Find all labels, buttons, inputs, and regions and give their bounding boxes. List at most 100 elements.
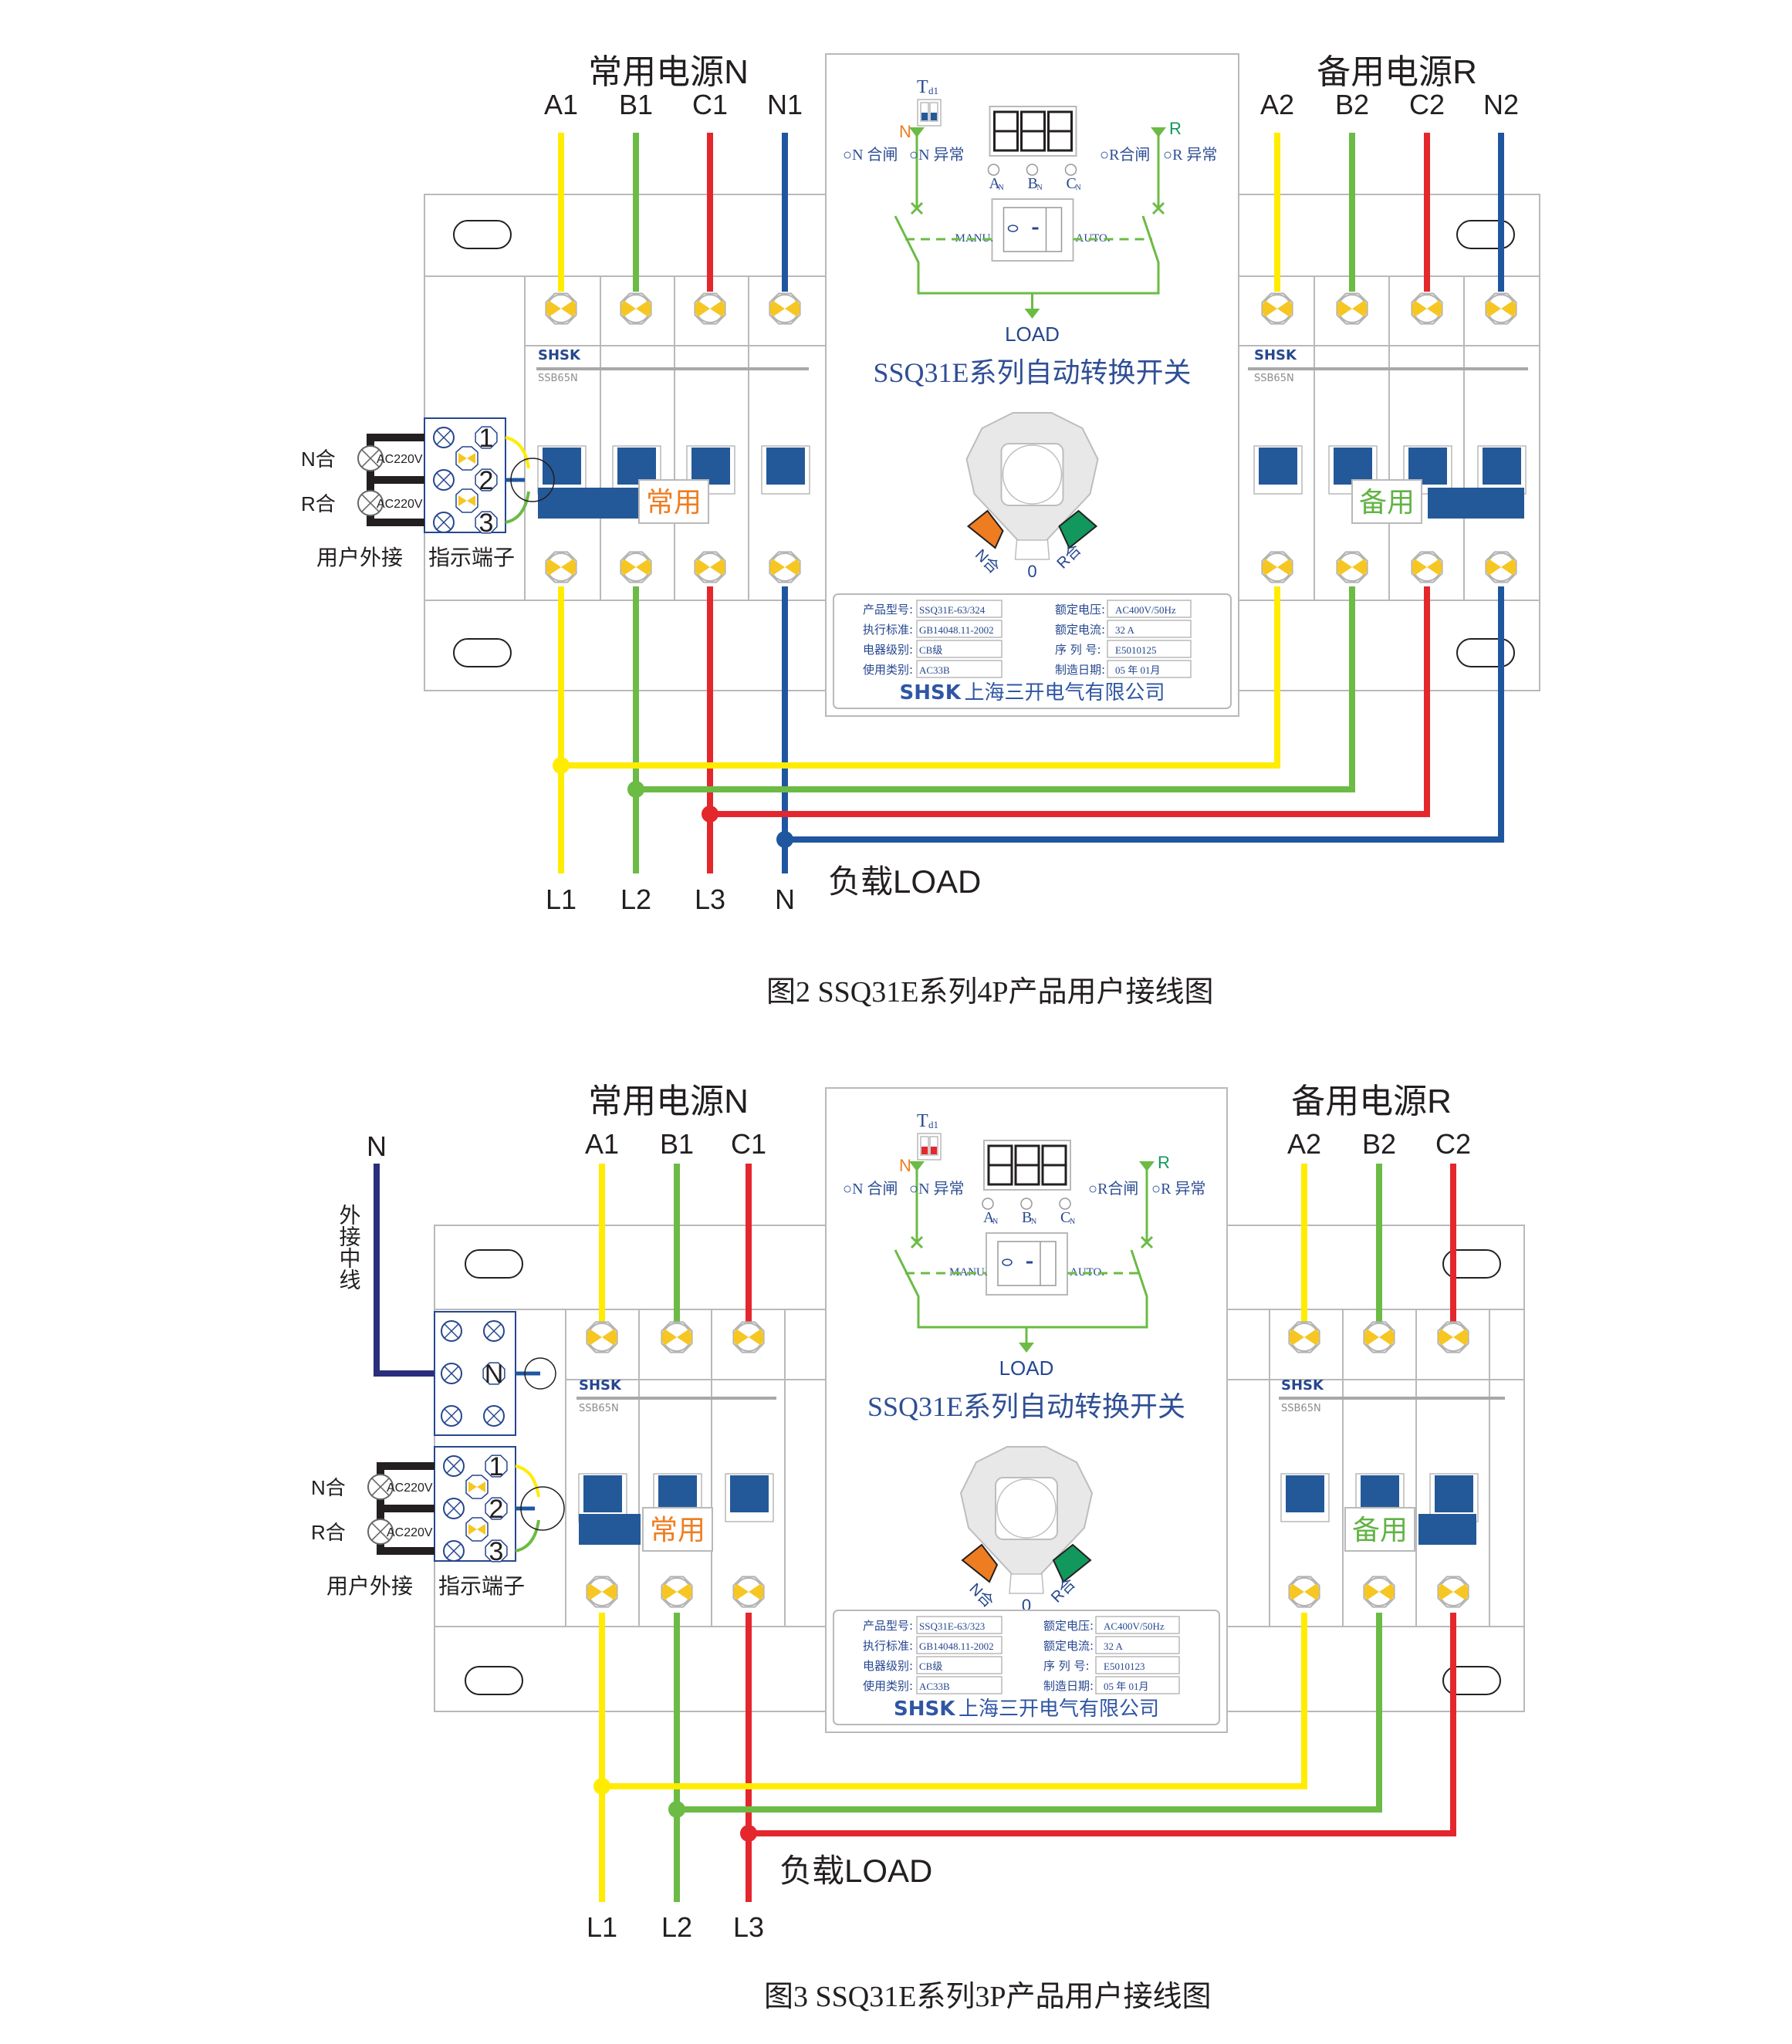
n-closed-lamp-icon	[357, 445, 384, 471]
nameplate-label: 制造日期:	[1043, 1679, 1094, 1693]
terminal-number: 2	[479, 466, 494, 495]
load-label: 负载LOAD	[779, 1853, 932, 1889]
lamp-cross	[446, 1458, 462, 1474]
phase-led	[1059, 1198, 1071, 1210]
jumper-wire	[505, 491, 530, 524]
td-sub: d1	[928, 1119, 938, 1130]
phase-led-label: A	[989, 175, 1001, 192]
lamp-cross	[444, 1366, 459, 1381]
transfer-schematic	[894, 215, 1160, 295]
lamp-cross	[486, 1408, 502, 1424]
user-external-label: 用户外接	[326, 1573, 413, 1599]
terminal-number-nut	[475, 468, 498, 492]
r-closed-lamp-icon	[367, 1519, 394, 1545]
nameplate-label: 额定电流:	[1043, 1639, 1094, 1653]
dip-lever	[929, 1136, 938, 1156]
screw-terminal-icon	[620, 551, 652, 583]
breaker-handle	[658, 1475, 697, 1512]
terminal-number: 3	[479, 508, 494, 538]
lamp-cross	[436, 430, 451, 445]
nameplate-label: 执行标准:	[863, 623, 913, 637]
standby-bus-wire	[677, 1613, 1382, 1813]
load-arrow-icon	[1024, 309, 1040, 319]
terminal-wedge	[546, 300, 561, 317]
terminal-wedge	[1379, 1329, 1395, 1346]
nameplate-value-box	[1095, 1616, 1180, 1634]
terminal-wedge	[733, 1329, 749, 1346]
n-contact-x	[910, 1235, 924, 1249]
jumper-wire	[515, 1519, 540, 1552]
jumper-wire	[515, 1465, 540, 1498]
n-arrow-icon	[909, 127, 925, 137]
terminal-wedge	[1352, 300, 1368, 317]
product-title: SSQ31E系列自动转换开关	[867, 1391, 1185, 1422]
terminal-wedge	[546, 559, 561, 576]
nameplate-value-box	[916, 620, 1003, 638]
terminal-wedge	[749, 1329, 764, 1346]
nameplate-value: E5010123	[1104, 1661, 1145, 1672]
n-lamp-label: N合	[301, 448, 336, 471]
neutral-stud-icon	[524, 1357, 556, 1390]
n-marker: N	[899, 122, 911, 141]
r-fault-indicator: ○R 异常	[1163, 146, 1217, 164]
standby-breaker-housing	[1238, 194, 1540, 691]
transfer-schematic	[894, 1249, 1148, 1329]
normal-tag: 常用	[642, 1507, 713, 1552]
terminal-wedge	[710, 559, 725, 576]
dip-lever-fill	[931, 113, 937, 120]
figure-caption: 图3 SSQ31E系列3P产品用户接线图	[764, 1981, 1212, 2013]
company-brand-logo: SHSK	[894, 1698, 955, 1721]
screw-terminal-icon	[1437, 1576, 1469, 1608]
phase-led-sub: N	[1076, 184, 1081, 192]
terminal-wedge	[561, 559, 576, 576]
terminal-cross-icon	[443, 1498, 465, 1519]
breaker-brand: SHSK	[1254, 347, 1297, 363]
normal-tag-label: 常用	[650, 1515, 705, 1546]
terminal-wedge	[710, 300, 725, 317]
breaker-handle	[583, 1475, 622, 1512]
normal-source-title: 常用电源N	[588, 53, 749, 91]
screw-terminal-icon	[769, 292, 801, 325]
phase-led	[1064, 164, 1077, 176]
nameplate-value-box	[1107, 620, 1192, 638]
terminal-wedge	[769, 300, 785, 317]
phase-led	[982, 1198, 994, 1210]
breaker-handle	[1435, 1475, 1473, 1512]
terminal-wedge	[1427, 559, 1442, 576]
terminal-wedge	[458, 495, 475, 506]
terminal-cross-icon	[441, 1405, 462, 1427]
screw-terminal-icon	[1363, 1321, 1395, 1353]
company-name: 上海三开电气有限公司	[965, 681, 1165, 704]
terminal-number-nut	[482, 1362, 505, 1385]
load-terminal-label: L2	[661, 1911, 692, 1943]
tie-bar	[538, 488, 642, 519]
load-terminal-label: L1	[546, 883, 576, 915]
lamp-cross	[486, 1323, 502, 1339]
terminal-wedge	[1427, 300, 1442, 317]
external-neutral-wire	[374, 1164, 434, 1377]
standby-bus-wire	[561, 586, 1280, 769]
r-lamp-label: R合	[311, 1521, 346, 1544]
terminal-cross-icon	[441, 1320, 462, 1342]
lamp-voltage: AC220V	[387, 1481, 433, 1495]
standby-bus-wire	[602, 1613, 1307, 1789]
tie-bar	[1418, 1514, 1476, 1545]
screw-terminal-icon	[769, 551, 801, 583]
lamp-voltage: AC220V	[377, 498, 423, 511]
lamp-cross	[436, 515, 451, 530]
n-position-marker	[961, 1543, 999, 1583]
terminal-wedge	[1304, 1583, 1320, 1600]
screw-terminal-icon	[1485, 292, 1517, 325]
phase-led-label: A	[983, 1209, 995, 1226]
nameplate-value-box	[916, 1636, 1003, 1654]
n-closed-lamp-icon	[367, 1474, 394, 1500]
n-fault-indicator: ○N 异常	[909, 1180, 965, 1198]
phase-led-sub: N	[1037, 184, 1043, 192]
nameplate-label: 使用类别:	[863, 663, 913, 677]
terminal-wedge	[561, 300, 576, 317]
user-external-label: 用户外接	[316, 545, 403, 570]
lamp-cross	[436, 472, 451, 488]
load-label: 负载LOAD	[828, 863, 981, 900]
normal-terminal-label: B1	[619, 89, 653, 120]
